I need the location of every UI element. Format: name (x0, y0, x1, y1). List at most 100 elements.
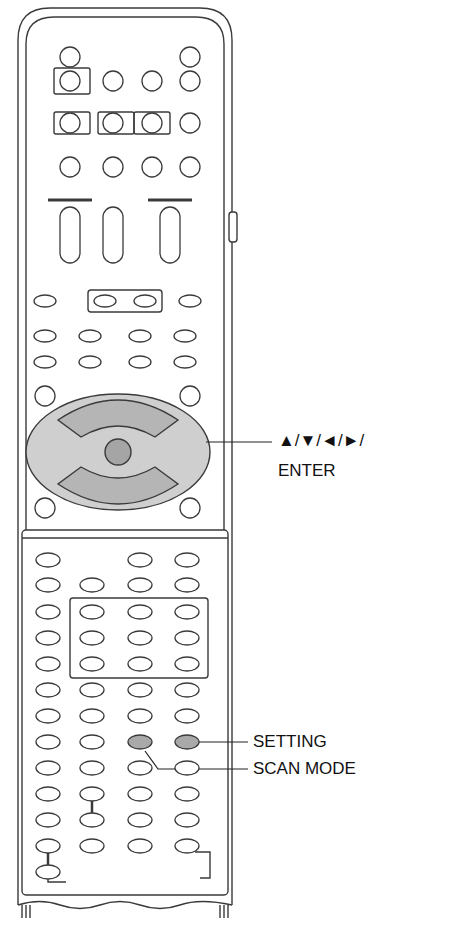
small-button (80, 813, 104, 827)
button-bracket (98, 112, 134, 134)
link-mark (195, 852, 210, 878)
round-button (180, 498, 200, 518)
small-button (80, 787, 104, 801)
tall-button (160, 207, 180, 263)
nav-pad (26, 394, 210, 510)
small-button (128, 605, 152, 619)
tall-button (103, 207, 123, 263)
round-button (180, 71, 200, 91)
break-line (18, 902, 232, 909)
small-button (175, 709, 199, 723)
small-button (34, 295, 56, 307)
small-button (128, 578, 152, 592)
round-button (180, 157, 200, 177)
small-button (80, 709, 104, 723)
small-button (34, 330, 56, 342)
round-button (180, 47, 200, 67)
small-button (175, 631, 199, 645)
round-button (142, 113, 162, 133)
small-button (128, 839, 152, 853)
button-bracket (54, 68, 90, 94)
round-button (103, 113, 123, 133)
round-button (60, 157, 80, 177)
small-button (80, 578, 104, 592)
small-button (175, 605, 199, 619)
small-button (36, 787, 60, 801)
side-switch (229, 212, 237, 242)
small-button (94, 295, 116, 307)
small-button (36, 709, 60, 723)
small-button (36, 735, 60, 749)
small-button (129, 330, 151, 342)
round-button (142, 71, 162, 91)
small-button (80, 631, 104, 645)
small-button (80, 683, 104, 697)
leader-line (206, 441, 272, 442)
small-button (80, 761, 104, 775)
small-button (36, 683, 60, 697)
small-button (36, 657, 60, 671)
bar-mark (148, 199, 192, 202)
small-button (80, 657, 104, 671)
highlighted-button (175, 735, 199, 749)
button-bracket (54, 112, 90, 134)
small-button (179, 295, 201, 307)
small-button (128, 553, 152, 567)
small-button (175, 761, 199, 775)
small-button (175, 553, 199, 567)
round-button (60, 47, 80, 67)
round-button (180, 113, 200, 133)
small-button (175, 787, 199, 801)
small-button (174, 356, 196, 368)
round-button (35, 386, 55, 406)
small-button (175, 657, 199, 671)
round-button (60, 71, 80, 91)
highlighted-button (128, 735, 152, 749)
small-button (80, 735, 104, 749)
tall-button (60, 207, 80, 263)
round-button (103, 157, 123, 177)
small-button (79, 330, 101, 342)
round-button (35, 498, 55, 518)
small-button (80, 605, 104, 619)
small-button (36, 631, 60, 645)
round-button (103, 71, 123, 91)
callout-label: SCAN MODE (253, 754, 443, 784)
small-button (36, 761, 60, 775)
small-button (128, 787, 152, 801)
small-button (174, 330, 196, 342)
small-button (36, 813, 60, 827)
small-button (128, 657, 152, 671)
small-button (128, 813, 152, 827)
small-button (36, 553, 60, 567)
cover-edge (22, 537, 228, 538)
button-bracket (88, 290, 162, 312)
small-button (36, 865, 60, 879)
upper-panel (26, 17, 224, 530)
small-button (128, 631, 152, 645)
small-button (128, 683, 152, 697)
small-button (128, 709, 152, 723)
small-button (36, 578, 60, 592)
leader-line (196, 741, 248, 742)
remote-outline (18, 8, 232, 905)
callout-label: ▲/▼/◄/►/ ENTER (278, 426, 396, 486)
nav-up-key (58, 400, 178, 437)
round-button (180, 386, 200, 406)
small-button (80, 839, 104, 853)
small-button (128, 761, 152, 775)
small-button (129, 356, 151, 368)
button-bracket (134, 112, 170, 134)
small-button (134, 295, 156, 307)
small-button (175, 683, 199, 697)
small-button (175, 839, 199, 853)
round-button (142, 157, 162, 177)
callout-label: SETTING (253, 727, 443, 757)
small-button (175, 813, 199, 827)
nav-down-key (58, 467, 178, 504)
bar-mark (48, 199, 92, 202)
numpad-bracket (70, 598, 208, 678)
small-button (79, 356, 101, 368)
